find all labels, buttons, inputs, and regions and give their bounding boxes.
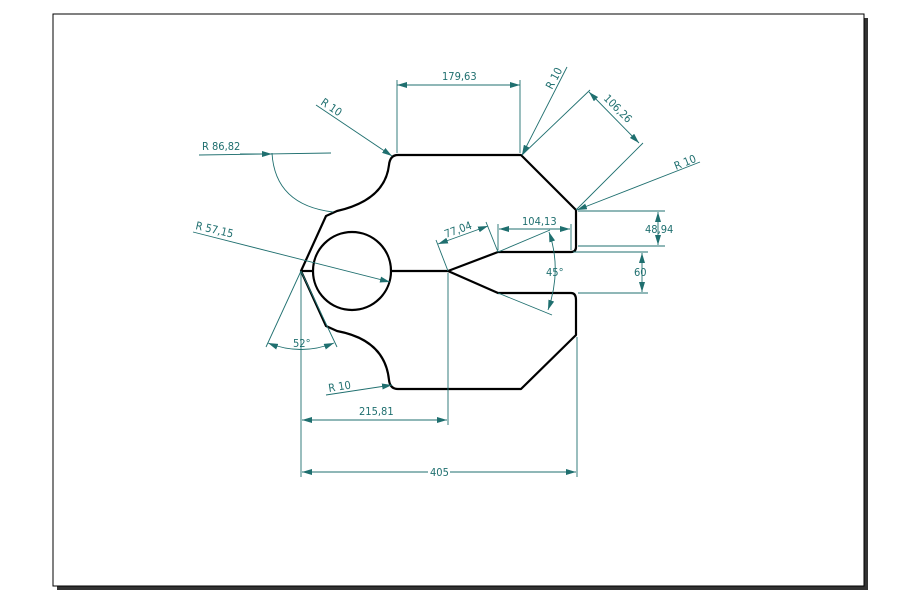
dim-right-height: 48,94 (578, 210, 673, 247)
dim-label: R 10 (327, 379, 351, 395)
dim-label: 405 (430, 466, 449, 479)
dim-tip-angle: 52° (265, 270, 338, 350)
dim-slot-angle: 45° (497, 229, 564, 316)
dim-label: 104,13 (522, 215, 557, 228)
dim-top-width: 179,63 (396, 70, 521, 153)
dim-label: R 86,82 (202, 140, 240, 153)
dim-label: 179,63 (442, 70, 477, 83)
dim-label: 48,94 (645, 223, 673, 236)
dim-label: 215,81 (359, 405, 394, 418)
dim-slot-width: 60 (573, 251, 648, 294)
dim-label: 45° (546, 266, 564, 279)
dim-label: 52° (293, 337, 311, 350)
dim-tip-to-slot: 215,81 (300, 273, 449, 477)
dim-r-circle: R 57,15 (192, 219, 391, 283)
drawing-frame (52, 13, 865, 587)
dim-slot-length: 104,13 (497, 215, 572, 250)
dim-r-large-arc: R 86,82 (198, 140, 334, 213)
dim-label: 60 (634, 266, 647, 279)
dim-r-bottom-left: R 10 (325, 379, 393, 396)
dim-overall-width: 405 (302, 337, 578, 479)
part-outline (299, 153, 578, 391)
